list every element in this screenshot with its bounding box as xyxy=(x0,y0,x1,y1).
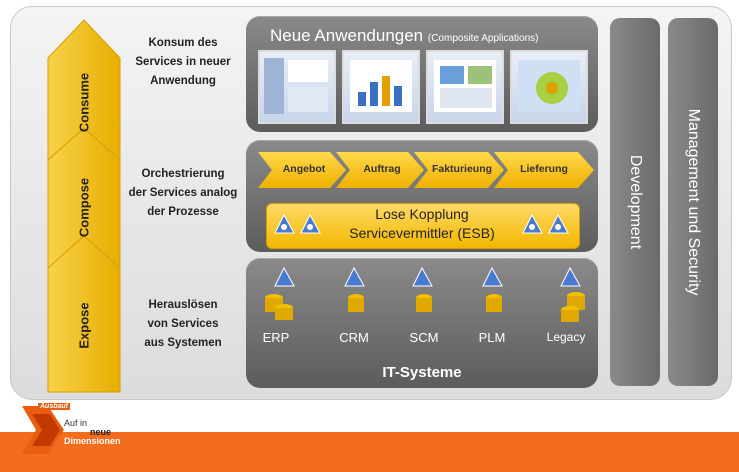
footer-band xyxy=(0,432,739,472)
connector-icon xyxy=(274,266,295,287)
process-step-label: Auftrag xyxy=(363,163,401,175)
logo-line-3: Dimensionen xyxy=(64,436,121,446)
database-icon xyxy=(348,294,364,312)
development-pillar xyxy=(610,18,660,386)
app-screenshot xyxy=(258,50,336,124)
compose-desc-line: Orchestrierung xyxy=(141,168,225,180)
process-step-label: Lieferung xyxy=(520,163,568,175)
expose-arrow-shape xyxy=(47,235,121,393)
process-step-chevron xyxy=(336,152,424,188)
system-label-erp: ERP xyxy=(262,330,290,345)
compose-desc-line: der Services analog xyxy=(128,187,238,199)
connector-icon xyxy=(300,213,321,234)
development-label: Development xyxy=(627,154,644,250)
logo-line-1: Auf in xyxy=(64,418,88,428)
compose-description: Orchestrierung der Services analog der P… xyxy=(124,165,242,222)
system-label-plm: PLM xyxy=(478,330,506,345)
system-label-legacy: Legacy xyxy=(546,330,586,344)
expose-desc-line: aus Systemen xyxy=(144,337,222,349)
connector-icon xyxy=(412,266,433,287)
process-step-label: Angebot xyxy=(282,163,326,175)
it-systems-title: IT-Systeme xyxy=(382,364,462,381)
app-screenshot xyxy=(342,50,420,124)
connector-icon xyxy=(482,266,503,287)
logo-badge: Ausbaut xyxy=(38,403,70,410)
consume-description: Konsum des Services in neuer Anwendung xyxy=(124,34,242,91)
composite-applications-title: Neue Anwendungen (Composite Applications… xyxy=(270,26,538,46)
consume-desc-line: Konsum des xyxy=(148,37,218,49)
consume-desc-line: Services in neuer xyxy=(135,56,231,68)
app-screenshot xyxy=(426,50,504,124)
top-box-subtitle: (Composite Applications) xyxy=(427,33,539,44)
management-security-pillar xyxy=(668,18,718,386)
top-box-title: Neue Anwendungen xyxy=(270,26,424,45)
database-icon xyxy=(486,294,502,312)
expose-desc-line: von Services xyxy=(147,318,219,330)
system-label-crm: CRM xyxy=(339,330,369,345)
logo-arrow-icon xyxy=(22,406,64,454)
system-label-scm: SCM xyxy=(409,330,439,345)
expose-desc-line: Herauslösen xyxy=(148,299,218,311)
connector-icon xyxy=(344,266,365,287)
database-icon xyxy=(265,294,293,320)
database-icon xyxy=(416,294,432,312)
esb-line-2: Servicevermittler (ESB) xyxy=(349,225,495,241)
expose-description: Herauslösen von Services aus Systemen xyxy=(124,296,242,353)
database-icon xyxy=(561,292,585,322)
app-screenshot xyxy=(510,50,588,124)
process-step-chevron xyxy=(258,152,346,188)
connector-icon xyxy=(274,213,295,234)
consume-desc-line: Anwendung xyxy=(150,75,216,87)
connector-icon xyxy=(522,213,543,234)
process-step-label: Fakturieung xyxy=(431,163,493,175)
process-step-chevron xyxy=(494,152,594,188)
connector-icon xyxy=(560,266,581,287)
management-security-label: Management und Security xyxy=(685,108,702,296)
compose-desc-line: der Prozesse xyxy=(147,206,219,218)
process-step-chevron xyxy=(414,152,504,188)
logo-line-2: neue xyxy=(90,427,112,437)
connector-icon xyxy=(548,213,569,234)
esb-line-1: Lose Kopplung xyxy=(375,206,469,222)
